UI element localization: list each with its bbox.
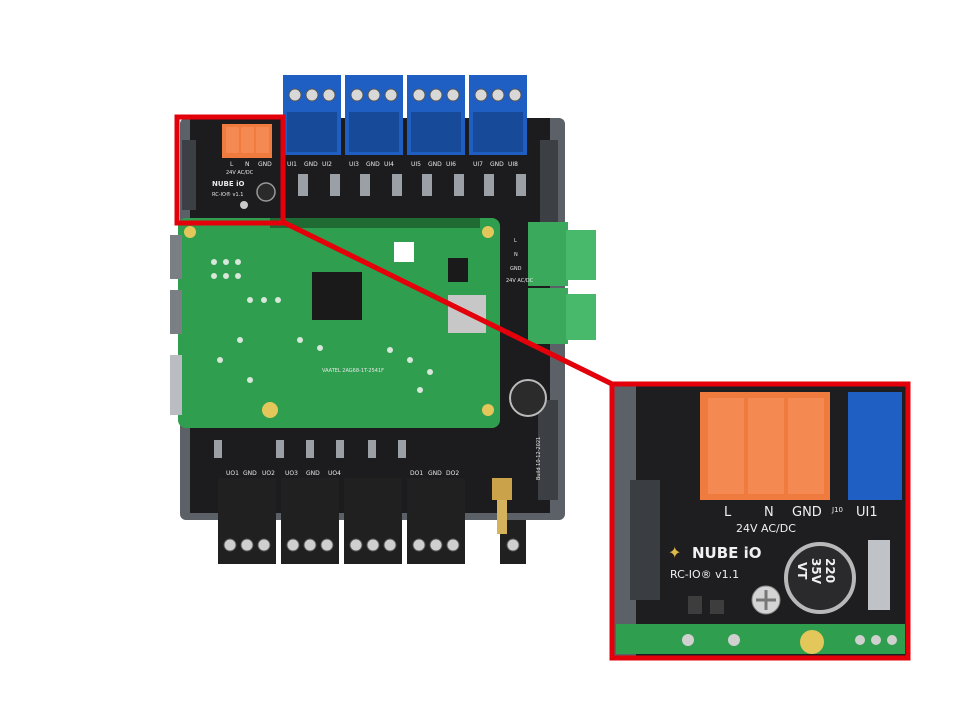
power-rating-label: 24V AC/DC <box>226 170 254 176</box>
pi-ram <box>448 258 468 282</box>
zoom-connector-ref: J10 <box>831 506 843 514</box>
left-port-2 <box>170 290 182 334</box>
small-capacitor <box>256 182 276 202</box>
callout-line-bottom <box>281 219 614 387</box>
side-label-n: N <box>514 252 518 258</box>
side-power-rating: 24V AC/DC <box>506 278 534 284</box>
raspberry-pi-board: VAATEL 2AG68-1T-2541F <box>178 218 500 428</box>
power-terminal-orange <box>222 124 272 158</box>
top-label-6: UI4 <box>384 161 394 168</box>
zoom-next-label: UI1 <box>856 505 878 520</box>
board-logo: NUBE iO <box>212 180 244 188</box>
bottom-label-7: DO1 <box>410 470 423 477</box>
zoom-logo: NUBE iO <box>692 544 762 562</box>
build-label: Build 10-12-2021 <box>536 437 542 480</box>
bottom-label-1: UO1 <box>226 470 239 477</box>
top-label-4: UI3 <box>349 161 359 168</box>
top-label-8: GND <box>428 161 442 168</box>
bottom-label-5: GND <box>306 470 320 477</box>
top-label-11: GND <box>490 161 504 168</box>
pi-processor <box>312 272 362 320</box>
zoom-blue-terminal <box>848 392 902 500</box>
side-terminal-blocks <box>528 222 596 344</box>
dip-switch-row <box>298 174 526 196</box>
bottom-label-8: GND <box>428 470 442 477</box>
top-label-1: UI1 <box>287 161 297 168</box>
coin-cell-holder <box>509 379 547 417</box>
zoom-label-n: N <box>764 505 774 520</box>
board-model-label: RC-IO® v1.1 <box>212 191 243 198</box>
side-label-l: L <box>514 238 517 244</box>
antenna-connector-shaft <box>497 500 507 534</box>
antenna-connector <box>492 478 512 500</box>
zoom-clip <box>630 480 660 600</box>
zoom-label-gnd: GND <box>792 505 822 520</box>
left-clip-top <box>182 140 196 210</box>
right-clip-bottom <box>538 400 558 500</box>
power-label-gnd: GND <box>258 161 272 168</box>
pi-pcb <box>178 218 500 428</box>
green-terminal-1 <box>528 222 568 286</box>
power-label-l: L <box>230 161 234 168</box>
left-port-3 <box>170 355 182 415</box>
pi-serial-label: VAATEL 2AG68-1T-2541F <box>322 368 384 374</box>
small-screw <box>240 201 248 209</box>
top-label-7: UI5 <box>411 161 421 168</box>
zoom-small-component <box>868 540 890 610</box>
side-label-gnd: GND <box>510 266 522 272</box>
capacitor-voltage: 35V <box>809 558 823 585</box>
bottom-terminal-blocks <box>218 478 526 564</box>
left-port-1 <box>170 235 182 279</box>
top-label-10: UI7 <box>473 161 483 168</box>
bottom-label-2: GND <box>243 470 257 477</box>
green-terminal-2 <box>528 288 568 344</box>
capacitor-value: 220 <box>823 558 837 583</box>
top-terminal-labels: UI1 GND UI2 UI3 GND UI4 UI5 GND UI6 UI7 … <box>287 161 518 168</box>
top-label-2: GND <box>304 161 318 168</box>
pi-header <box>270 218 480 228</box>
zoom-inset: L N GND J10 UI1 24V AC/DC NUBE iO RC-IO®… <box>609 381 911 661</box>
zoom-frame <box>609 381 911 661</box>
rc-io-device: UI1 GND UI2 UI3 GND UI4 UI5 GND UI6 UI7 … <box>170 75 596 564</box>
top-label-9: UI6 <box>446 161 456 168</box>
zoom-logo-mark: ✦ <box>668 543 681 562</box>
bottom-label-6: UO4 <box>328 470 341 477</box>
bottom-label-3: UO2 <box>262 470 275 477</box>
zoom-capacitor <box>784 542 856 614</box>
zoom-power-rating: 24V AC/DC <box>736 522 796 535</box>
power-label-n: N <box>245 161 250 168</box>
bottom-switch-row <box>214 440 406 458</box>
bottom-label-4: UO3 <box>285 470 298 477</box>
zoom-label-l: L <box>724 505 732 520</box>
zoom-model-label: RC-IO® v1.1 <box>670 568 739 581</box>
highlight-box <box>174 114 286 226</box>
pi-qr-label <box>394 242 414 262</box>
top-label-5: GND <box>366 161 380 168</box>
right-clip-top <box>540 140 558 230</box>
top-terminal-blocks <box>283 75 527 155</box>
bottom-label-9: DO2 <box>446 470 459 477</box>
top-label-3: UI2 <box>322 161 332 168</box>
capacitor-series: VT <box>795 562 809 580</box>
top-label-12: UI8 <box>508 161 518 168</box>
bottom-terminal-labels: UO1 GND UO2 UO3 GND UO4 DO1 GND DO2 <box>226 470 459 477</box>
